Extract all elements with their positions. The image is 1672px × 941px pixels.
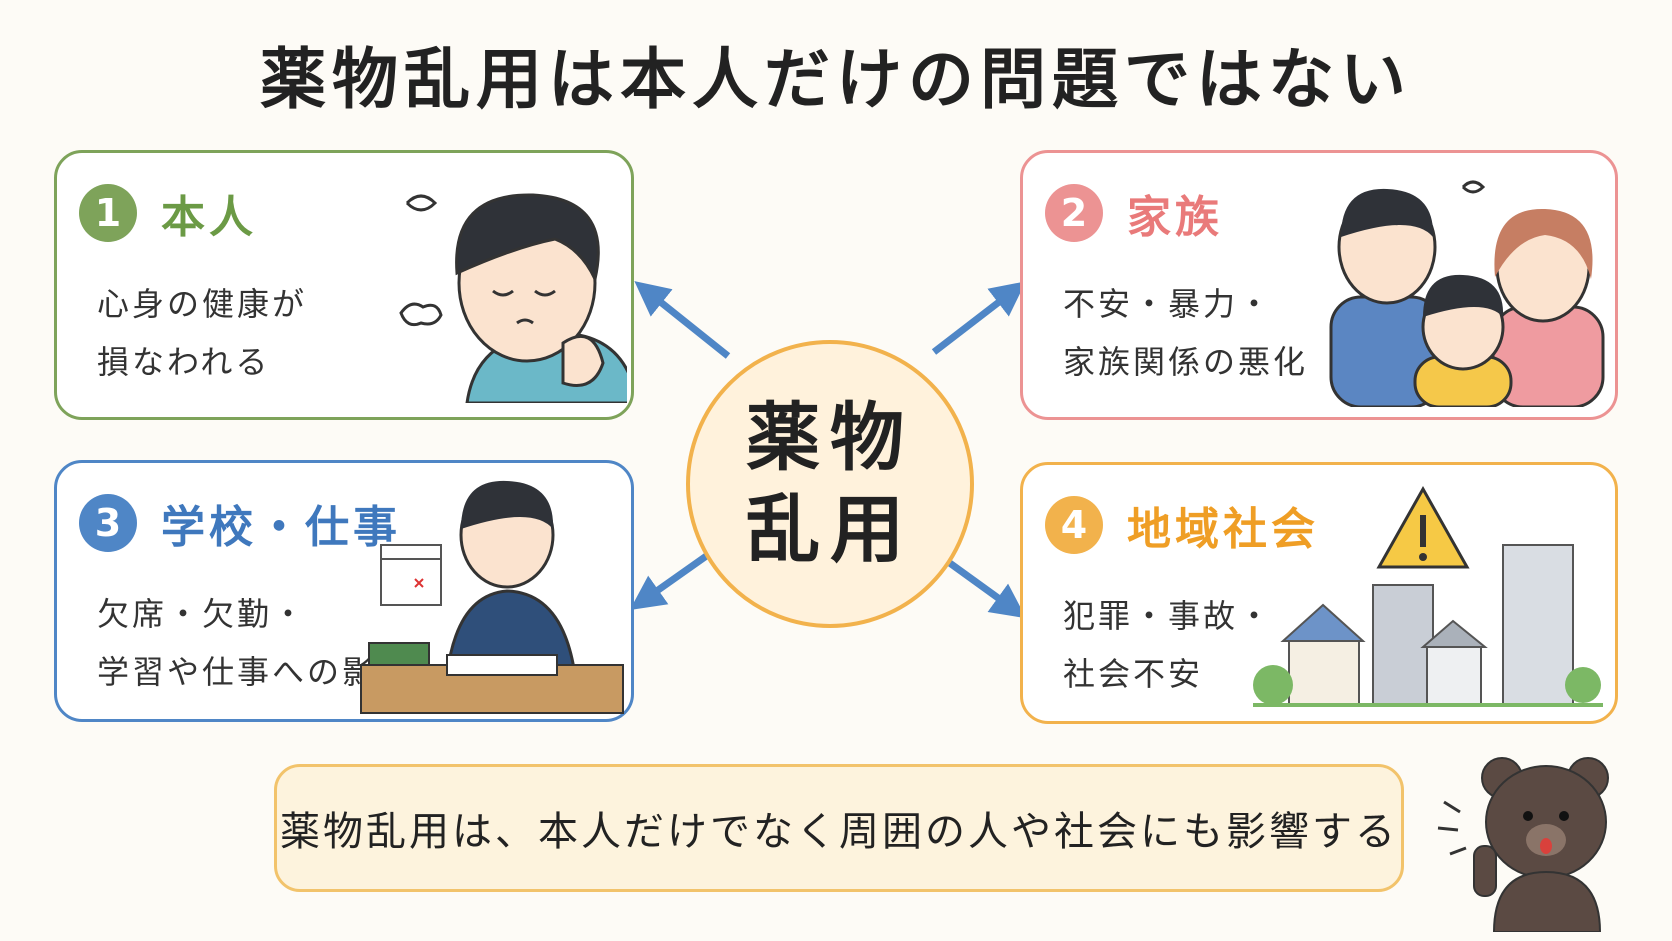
card-number-badge: 2: [1045, 184, 1103, 242]
arrow-to-card-4: [937, 553, 1027, 619]
student-at-desk-icon: [360, 480, 624, 714]
arrow-to-card-1: [634, 281, 731, 359]
center-topic-circle: 薬物 乱用: [686, 340, 974, 628]
card-title: 家族: [1127, 192, 1223, 243]
bear-mascot-icon: [1437, 757, 1609, 932]
arrow-to-card-3: [629, 549, 715, 611]
card-number-badge: 3: [79, 494, 137, 552]
card-description: 犯罪・事故・ 社会不安: [1063, 597, 1274, 693]
card-title: 学校・仕事: [161, 502, 401, 553]
tired-person-icon: [399, 193, 627, 403]
card-number-badge: 1: [79, 184, 137, 242]
card-community: 4 地域社会 犯罪・事故・ 社会不安: [1020, 462, 1618, 724]
card-school-work: 3 学校・仕事 欠席・欠勤・ 学習や仕事への影響: [54, 460, 634, 722]
card-title: 地域社会: [1127, 504, 1319, 555]
arrow-to-card-2: [931, 281, 1026, 355]
worried-family-icon: [1329, 180, 1605, 407]
card-description: 不安・暴力・ 家族関係の悪化: [1063, 285, 1309, 381]
card-description: 心身の健康が 損なわれる: [97, 285, 308, 381]
warning-town-icon: [1253, 485, 1603, 707]
page-title: 薬物乱用は本人だけの問題ではない: [260, 41, 1412, 118]
card-description: 欠席・欠勤・ 学習や仕事への影響: [97, 595, 413, 691]
card-family: 2 家族 不安・暴力・ 家族関係の悪化: [1020, 150, 1618, 420]
card-title: 本人: [161, 192, 257, 243]
card-self: 1 本人 心身の健康が 損なわれる: [54, 150, 634, 420]
card-number-badge: 4: [1045, 496, 1103, 554]
summary-banner: 薬物乱用は、本人だけでなく周囲の人や社会にも影響する: [274, 764, 1404, 892]
